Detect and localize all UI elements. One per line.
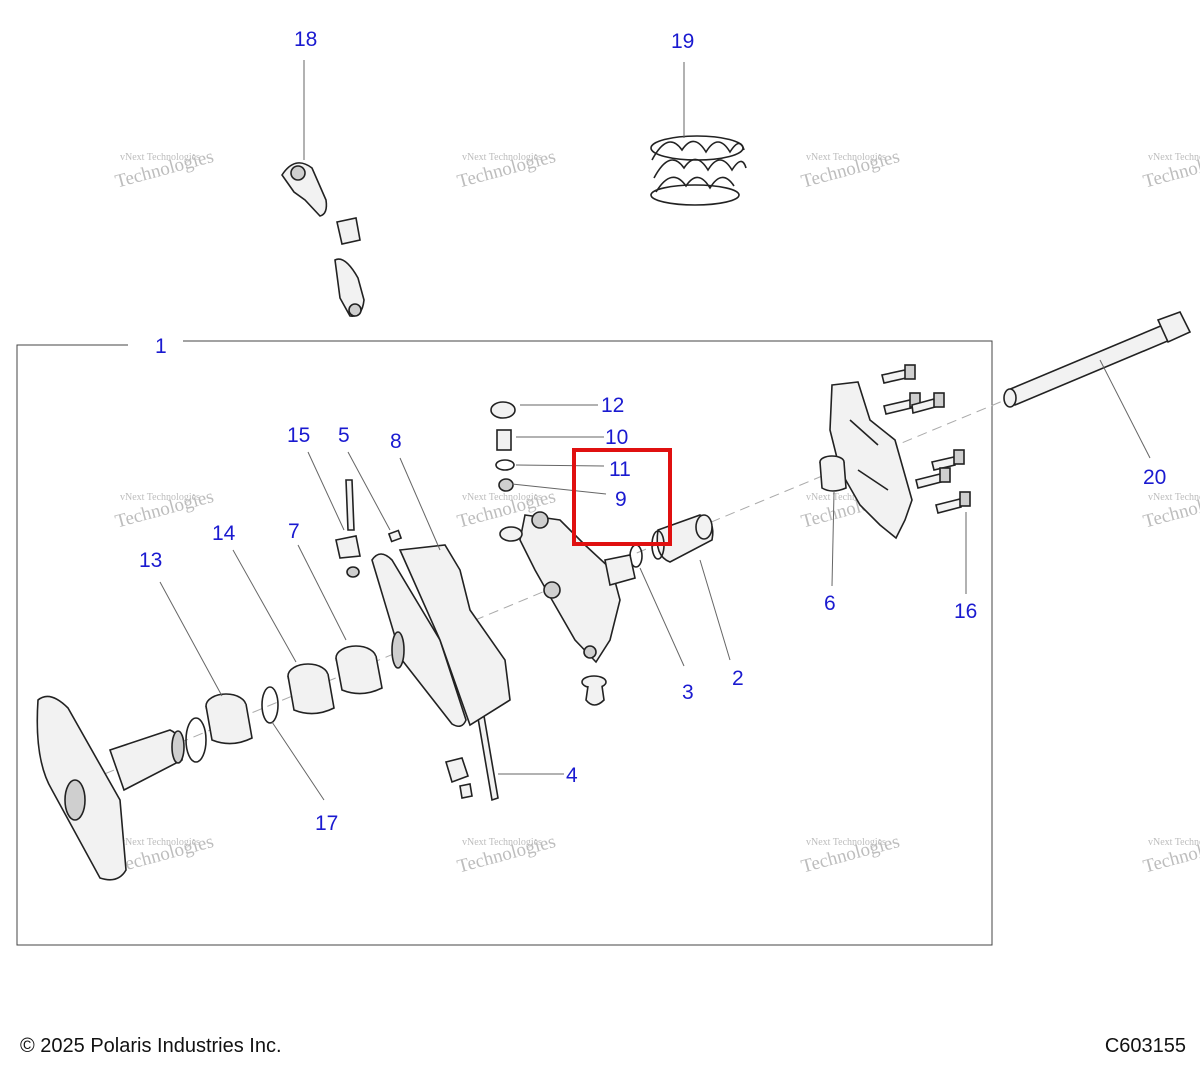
- watermark-10: vNext Technologies Technologies: [455, 831, 558, 877]
- leader-lines: [159, 60, 1151, 801]
- callout-13: 13: [139, 549, 162, 572]
- svg-text:vNext Technologies: vNext Technologies: [806, 837, 886, 848]
- callout-19: 19: [671, 30, 694, 53]
- part-17-ring: [261, 686, 279, 724]
- part-16-bolts: [881, 364, 971, 514]
- callout-18: 18: [294, 28, 317, 51]
- watermark-3: vNext Technologies Technologies: [799, 146, 902, 192]
- svg-text:vNext Technologies: vNext Technologies: [806, 492, 886, 503]
- callout-5: 5: [338, 424, 350, 447]
- callout-12: 12: [601, 394, 624, 417]
- watermark-1: vNext Technologies Technologies: [113, 146, 216, 192]
- part-8-sheave: [371, 544, 511, 728]
- watermark-12: vNext Technologies Technologies: [1141, 831, 1200, 877]
- nut-fitting: [444, 757, 473, 799]
- watermark-2: vNext Technologies Technologies: [455, 146, 558, 192]
- part-20-bolt: [1003, 311, 1192, 408]
- lower-knob: [581, 675, 607, 706]
- svg-text:vNext Technologies: vNext Technologies: [1148, 492, 1200, 503]
- callout-6: 6: [824, 592, 836, 615]
- svg-text:vNext Technologies: vNext Technologies: [462, 837, 542, 848]
- callout-15: 15: [287, 424, 310, 447]
- callout-20: 20: [1143, 466, 1166, 489]
- svg-text:vNext Technologies: vNext Technologies: [1148, 152, 1200, 163]
- callout-9: 9: [615, 488, 627, 511]
- svg-text:vNext Technologies: vNext Technologies: [120, 152, 200, 163]
- svg-text:vNext Technologies: vNext Technologies: [120, 837, 200, 848]
- callout-8: 8: [390, 430, 402, 453]
- part-9-roller: [498, 478, 514, 492]
- part-4-pin: [477, 714, 499, 802]
- part-18-roller-arm: [281, 162, 365, 317]
- part-7-sleeve: [335, 645, 383, 695]
- part-6-bushing: [819, 455, 847, 492]
- part-15-screw: [335, 479, 361, 578]
- svg-text:vNext Technologies: vNext Technologies: [462, 152, 542, 163]
- callout-11: 11: [609, 458, 631, 481]
- watermark-4: vNext Technologies Technologies: [1141, 146, 1200, 192]
- callout-14: 14: [212, 522, 236, 545]
- part-14-sleeve: [287, 663, 335, 715]
- svg-text:vNext Technologies: vNext Technologies: [120, 492, 200, 503]
- part-12-cap: [490, 401, 516, 419]
- stationary-sheave: [36, 695, 185, 881]
- highlight-box: [572, 448, 672, 546]
- part-11-washer: [495, 459, 515, 471]
- diagram-code: C603155: [1104, 1035, 1186, 1057]
- part-5-clip: [387, 529, 403, 543]
- part-19-spring: [650, 135, 747, 206]
- callout-17: 17: [315, 812, 338, 835]
- callout-4: 4: [566, 764, 578, 787]
- callout-1: 1: [155, 335, 167, 358]
- watermarks: vNext Technologies Technologies vNext Te…: [113, 146, 1200, 877]
- assembly-frame: [16, 340, 993, 946]
- small-ring: [185, 717, 207, 763]
- svg-text:vNext Technologies: vNext Technologies: [806, 152, 886, 163]
- watermark-8: vNext Technologies Technologies: [1141, 486, 1200, 532]
- svg-text:vNext Technologies: vNext Technologies: [462, 492, 542, 503]
- callout-16: 16: [954, 600, 977, 623]
- part-2-tube: [651, 514, 714, 563]
- part-10-pin: [496, 429, 512, 451]
- callouts: 18 19 1 12 10 11 9 15 5 8 20 14 7 13 6 1…: [139, 28, 1166, 835]
- callout-7: 7: [288, 520, 300, 543]
- svg-text:vNext Technologies: vNext Technologies: [1148, 837, 1200, 848]
- moveable-housing: [519, 511, 636, 664]
- watermark-11: vNext Technologies Technologies: [799, 831, 902, 877]
- watermark-9: vNext Technologies Technologies: [113, 831, 216, 877]
- callout-10: 10: [605, 426, 628, 449]
- roller-cap: [499, 526, 523, 542]
- callout-3: 3: [682, 681, 694, 704]
- watermark-5: vNext Technologies Technologies: [113, 486, 216, 532]
- copyright-text: © 2025 Polaris Industries Inc.: [20, 1035, 282, 1057]
- callout-2: 2: [732, 667, 744, 690]
- part-13-sleeve: [205, 693, 253, 745]
